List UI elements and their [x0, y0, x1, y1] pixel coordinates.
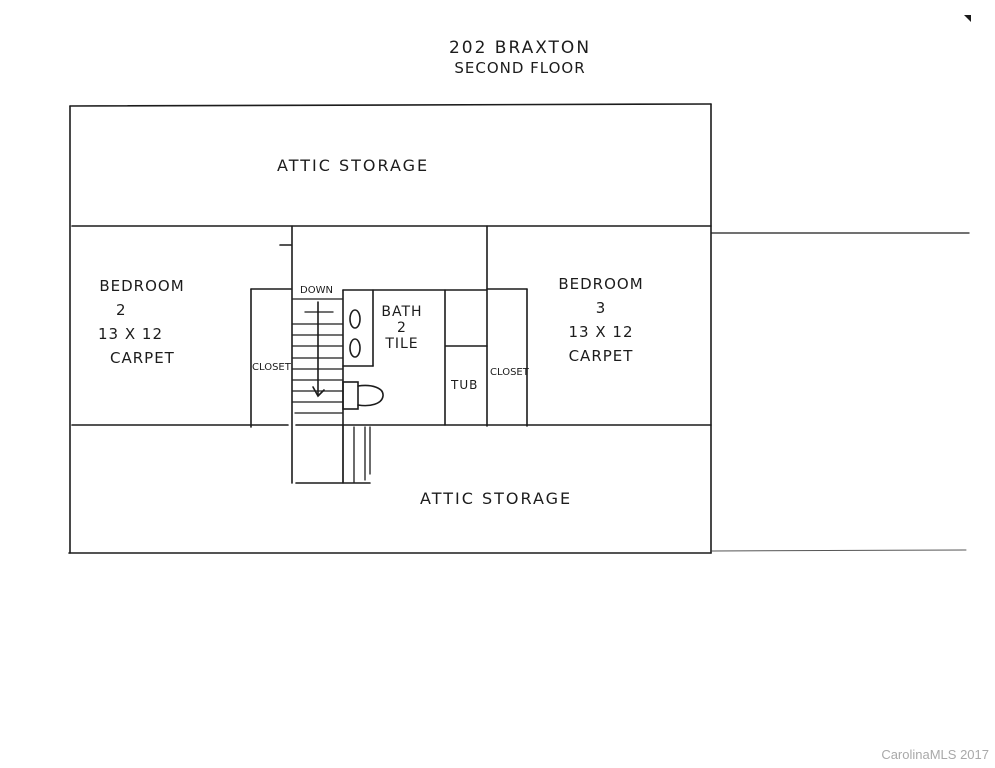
- vanity: [342, 289, 374, 367]
- sink-icon: [349, 338, 361, 358]
- plan-title: 202 BRAXTON SECOND FLOOR: [430, 40, 610, 76]
- floor-label: SECOND FLOOR: [454, 59, 586, 77]
- bath-2-number: 2: [397, 320, 407, 336]
- bedroom-3-number: 3: [595, 299, 607, 317]
- stairs-down-label: DOWN: [300, 285, 333, 296]
- closet-left-label: CLOSET: [252, 362, 291, 373]
- attic-storage-top-label: ATTIC STORAGE: [277, 156, 430, 175]
- tub-label: TUB: [451, 378, 479, 392]
- bedroom-2-label: BEDROOM 2 13 X 12 CARPET: [92, 274, 192, 370]
- bedroom-2-flooring: CARPET: [110, 349, 175, 367]
- bath-2-name: BATH: [381, 304, 423, 320]
- exterior-extension-lines: [711, 232, 970, 552]
- closet-left-walls: [250, 244, 292, 428]
- closet-right-walls: [486, 288, 528, 427]
- bath-2-flooring: TILE: [385, 336, 419, 352]
- bedroom-3-label: BEDROOM 3 13 X 12 CARPET: [556, 272, 646, 368]
- scan-corner-mark: [964, 15, 971, 22]
- attic-knee-walls: [71, 225, 712, 426]
- stair-down-arrow: [312, 301, 325, 398]
- attic-storage-bottom-label: ATTIC STORAGE: [420, 489, 573, 508]
- bedroom-3-flooring: CARPET: [568, 347, 634, 365]
- closet-right-label: CLOSET: [490, 367, 529, 378]
- outer-walls: [68, 103, 712, 554]
- sink-icon: [349, 309, 361, 329]
- bath-2-label: BATH 2 TILE: [377, 304, 427, 352]
- bath-walls: [342, 225, 488, 427]
- bedroom-2-dimensions: 13 X 12: [98, 325, 163, 343]
- watermark: CarolinaMLS 2017: [881, 747, 989, 762]
- bedroom-3-name: BEDROOM: [558, 275, 644, 293]
- bedroom-2-name: BEDROOM: [99, 277, 185, 295]
- lower-stair-run: [342, 424, 371, 483]
- bedroom-2-number: 2: [116, 301, 127, 319]
- bedroom-3-dimensions: 13 X 12: [568, 323, 634, 341]
- toilet-icon: [342, 381, 384, 410]
- address-label: 202 BRAXTON: [448, 38, 592, 58]
